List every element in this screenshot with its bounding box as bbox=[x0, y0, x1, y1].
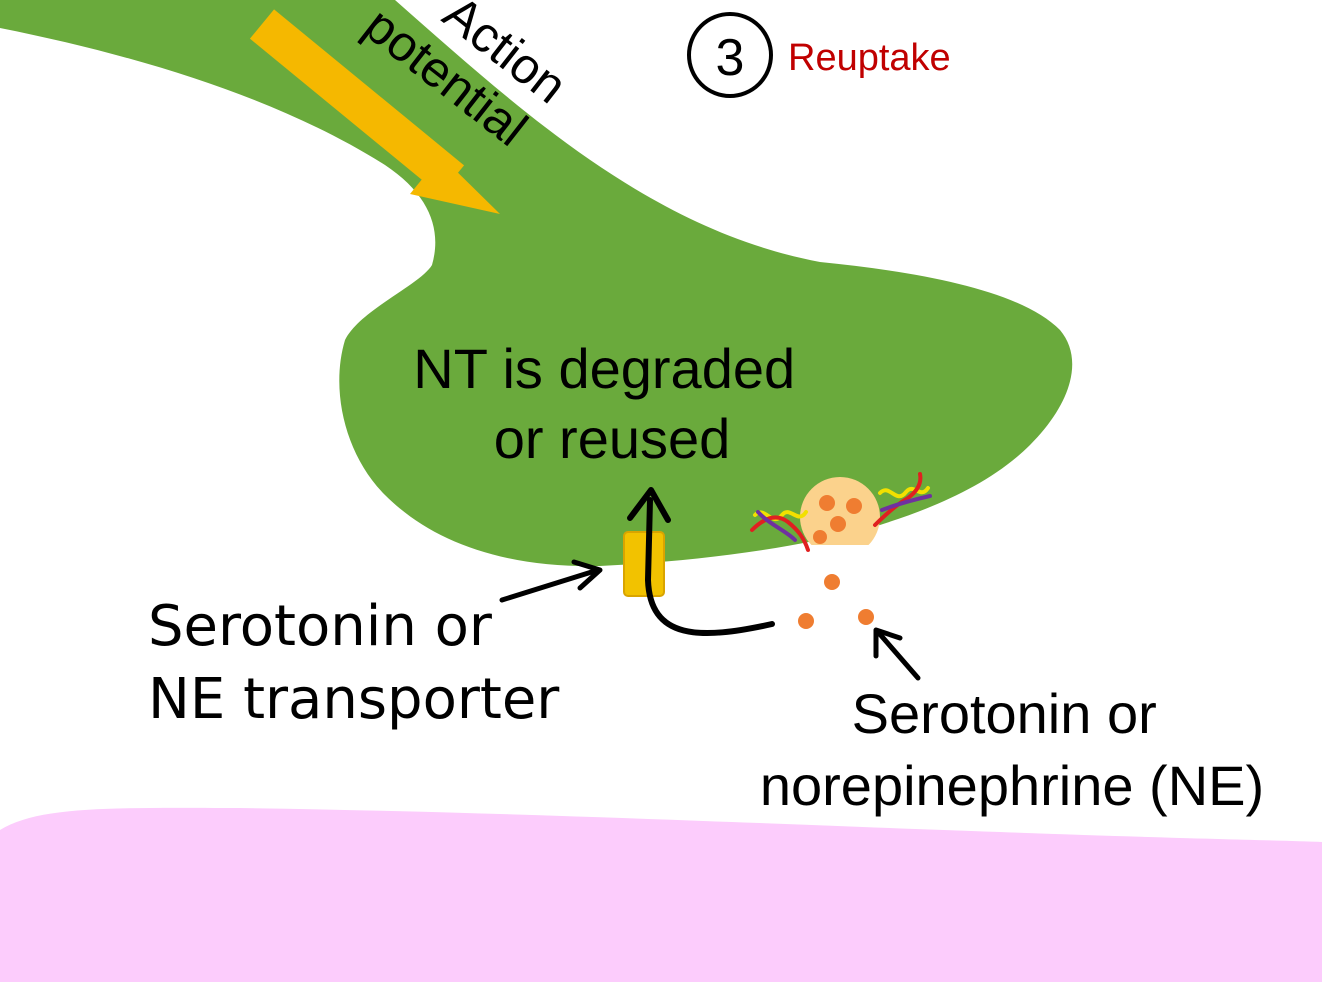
snare-proteins-icon bbox=[750, 472, 932, 552]
reuptake-arrow bbox=[627, 487, 775, 637]
transporter-protein bbox=[623, 531, 665, 597]
step-title: Reuptake bbox=[788, 37, 951, 79]
transporter-pointer-arrow bbox=[499, 559, 603, 603]
presynaptic-terminal bbox=[0, 0, 1073, 567]
step-number: 3 bbox=[716, 29, 745, 87]
nt-fate-label-line2: or reused bbox=[494, 407, 731, 470]
neurotransmitter-label-line2: norepinephrine (NE) bbox=[760, 754, 1264, 817]
nt-molecule bbox=[798, 613, 814, 629]
synaptic-vesicle bbox=[800, 477, 880, 563]
transporter-label-line1: Serotonin or bbox=[148, 594, 493, 659]
neurotransmitter-label-line1: Serotonin or bbox=[852, 682, 1157, 745]
nt-fate-label: NT is degraded or reused bbox=[413, 337, 810, 470]
step-marker-icon: 3 bbox=[687, 12, 773, 98]
neurotransmitter-label: Serotonin or norepinephrine (NE) bbox=[760, 682, 1264, 817]
nt-fate-label-line1: NT is degraded bbox=[413, 337, 795, 400]
neurotransmitter-pointer-arrow bbox=[873, 627, 921, 681]
action-potential-arrow bbox=[249, 9, 500, 214]
nt-molecule bbox=[824, 574, 840, 590]
neurotransmitter-molecules bbox=[798, 574, 874, 629]
postsynaptic-neuron bbox=[0, 807, 1322, 982]
transporter-label: Serotonin or NE transporter bbox=[148, 594, 560, 732]
transporter-label-line2: NE transporter bbox=[148, 667, 560, 732]
nt-molecule bbox=[858, 609, 874, 625]
